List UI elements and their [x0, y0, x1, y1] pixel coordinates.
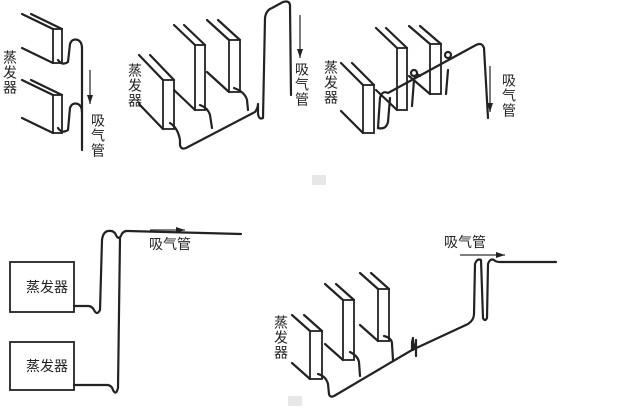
evaporator-fin-edges: [205, 18, 242, 94]
suction-pipe: [376, 42, 490, 130]
evaporator-label-4a: 蒸发器: [26, 280, 68, 296]
evaporator-label-4b: 蒸发器: [26, 359, 68, 375]
evaporator-label-5: 蒸发器: [272, 315, 288, 360]
evaporator-label-1: 蒸发器: [1, 50, 17, 95]
pipe-loop: [443, 50, 453, 60]
evaporator-fin: [342, 299, 355, 361]
evaporator-fin: [396, 47, 408, 111]
suction-pipe-label-1: 吸气管: [89, 113, 105, 158]
evaporator-fin: [228, 39, 241, 93]
evaporator-box: [9, 261, 75, 313]
evaporator-fin-edges: [339, 61, 376, 135]
evaporator-fin-edges: [358, 271, 391, 343]
evaporator-fin: [194, 44, 206, 111]
branch-pipe: [56, 102, 84, 133]
evaporator-label-2: 蒸发器: [126, 63, 142, 108]
flow-arrow-head: [496, 252, 505, 258]
evaporator-fin-edges: [323, 282, 356, 362]
evaporator-fin-edges: [20, 78, 64, 135]
evaporator-fin-edges: [172, 23, 207, 112]
evaporator-box: [9, 341, 75, 391]
suction-pipe: [56, 38, 84, 152]
suction-pipe: [72, 229, 243, 315]
evaporator-fin: [162, 79, 175, 130]
evaporator-fin: [377, 288, 390, 342]
suction-pipe-label-5: 吸气管: [444, 235, 486, 251]
evaporator-fin: [362, 84, 375, 134]
evaporator-fin: [309, 330, 323, 380]
suction-pipe: [168, 0, 293, 150]
pipe-loop: [409, 68, 419, 78]
suction-pipe: [316, 336, 418, 398]
branch-pipe: [348, 258, 558, 378]
suction-pipe-label-2: 吸气管: [293, 62, 309, 107]
figure-marker: [312, 175, 326, 185]
suction-pipe-label-3: 吸气管: [500, 73, 516, 118]
flow-arrow-head: [176, 227, 185, 233]
suction-pipe-label-4: 吸气管: [149, 237, 191, 253]
evaporator-fin: [52, 94, 63, 134]
flow-arrow-head: [87, 95, 93, 104]
flow-arrow-head: [487, 103, 493, 112]
evaporator-fin-edges: [290, 313, 324, 381]
evaporator-fin-edges: [137, 53, 176, 131]
branch-pipe: [72, 236, 122, 394]
figure-marker: [288, 396, 302, 406]
flow-arrow-head: [297, 49, 303, 58]
evaporator-label-3: 蒸发器: [322, 60, 338, 105]
branch-pipe: [198, 103, 214, 130]
evaporator-fin: [52, 28, 63, 64]
evaporator-fin-edges: [20, 12, 64, 65]
branch-pipe: [232, 86, 250, 112]
evaporator-fin-edges: [374, 26, 409, 112]
